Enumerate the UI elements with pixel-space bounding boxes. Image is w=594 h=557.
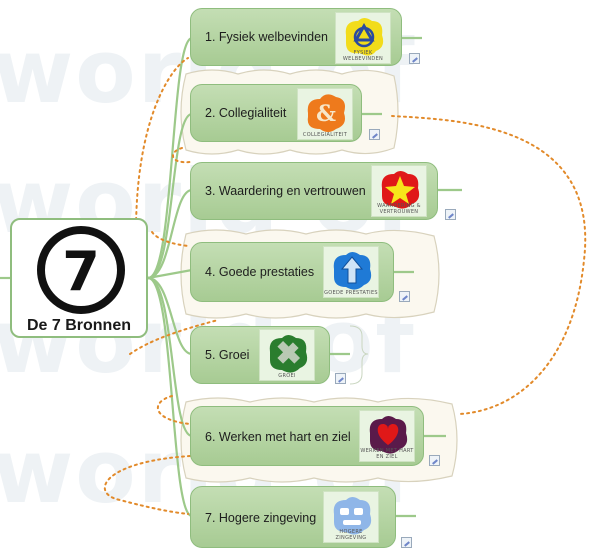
topic-label: 3. Waardering en vertrouwen — [205, 184, 366, 198]
topic-node-waardering-en-vertrouwen[interactable]: 3. Waardering en vertrouwen WAARDERING &… — [190, 162, 456, 220]
svg-text:&: & — [316, 101, 336, 127]
topic-image: HOGERE ZINGEVING — [323, 491, 379, 543]
topic-image: GROEI — [259, 329, 315, 381]
note-icon[interactable] — [445, 209, 456, 220]
topic-image: WERKEN MET HART EN ZIEL — [359, 410, 415, 462]
note-icon[interactable] — [409, 53, 420, 64]
puzzle-icon — [269, 335, 308, 373]
topic-node-fysiek-welbevinden[interactable]: 1. Fysiek welbevinden FYSIEK WELBEVINDEN — [190, 8, 420, 66]
note-icon[interactable] — [335, 373, 346, 384]
recycle-icon — [345, 18, 384, 56]
image-caption: COLLEGIALITEIT — [302, 132, 348, 138]
image-caption: WAARDERING & VERTROUWEN — [377, 203, 421, 215]
central-title: De 7 Bronnen — [26, 317, 131, 334]
number-seven-badge: 7 — [37, 226, 125, 314]
star-icon — [381, 171, 420, 209]
image-caption: FYSIEK WELBEVINDEN — [342, 50, 384, 62]
image-caption: GOEDE PRESTATIES — [324, 290, 378, 296]
image-caption: GROEI — [278, 373, 296, 379]
ampersand-icon: & — [307, 94, 345, 132]
topic-image: GOEDE PRESTATIES — [323, 246, 379, 298]
topic-image: FYSIEK WELBEVINDEN — [335, 12, 391, 64]
topic-image: & COLLEGIALITEIT — [297, 88, 353, 140]
topic-label: 6. Werken met hart en ziel — [205, 430, 351, 444]
topic-node-collegialiteit[interactable]: 2. Collegialiteit & COLLEGIALITEIT — [190, 84, 380, 142]
topic-label: 7. Hogere zingeving — [205, 511, 317, 525]
topic-label: 1. Fysiek welbevinden — [205, 30, 328, 44]
topic-node-werken-met-hart-en-ziel[interactable]: 6. Werken met hart en ziel WERKEN MET HA… — [190, 406, 440, 466]
central-topic[interactable]: 7 De 7 Bronnen — [10, 218, 148, 338]
note-icon[interactable] — [399, 291, 410, 302]
up-arrow-icon — [333, 252, 372, 290]
topic-node-hogere-zingeving[interactable]: 7. Hogere zingeving HOGERE ZINGEVING — [190, 486, 412, 548]
note-icon[interactable] — [429, 455, 440, 466]
topic-node-groei[interactable]: 5. Groei GROEI — [190, 326, 346, 384]
central-number: 7 — [62, 240, 100, 303]
speech-icon — [333, 497, 372, 535]
note-icon[interactable] — [401, 537, 412, 548]
topic-node-goede-prestaties[interactable]: 4. Goede prestaties GOEDE PRESTATIES — [190, 242, 410, 302]
topic-label: 4. Goede prestaties — [205, 265, 315, 279]
image-caption: WERKEN MET HART EN ZIEL — [360, 448, 414, 460]
image-caption: HOGERE ZINGEVING — [335, 529, 367, 541]
topic-label: 2. Collegialiteit — [205, 106, 287, 120]
note-icon[interactable] — [369, 129, 380, 140]
heart-icon — [369, 416, 408, 454]
topic-label: 5. Groei — [205, 348, 250, 362]
topic-image: WAARDERING & VERTROUWEN — [371, 165, 427, 217]
